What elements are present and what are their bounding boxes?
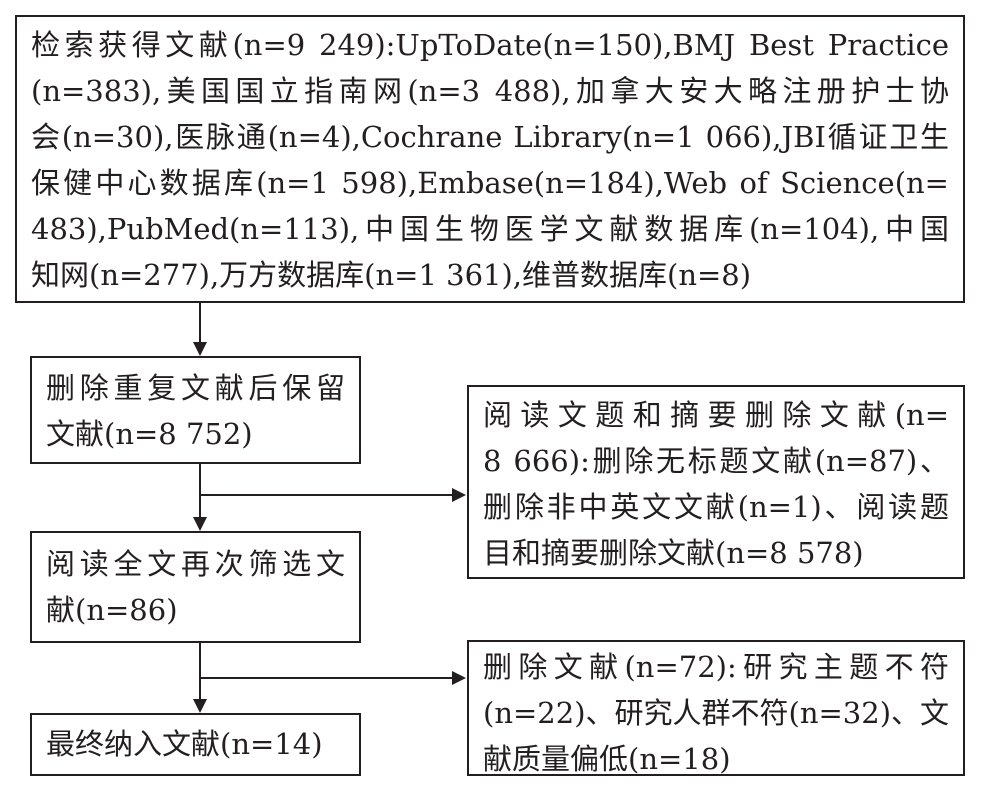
box-text-line: 目和摘要删除文献(n=8 578) [483, 536, 864, 570]
arrow-right-icon [452, 488, 466, 502]
connector-line [199, 643, 201, 700]
box-text-line: 知网(n=277),万方数据库(n=1 361),维普数据库(n=8) [31, 258, 752, 292]
connector-line [199, 494, 453, 496]
box-text-line: 献质量偏低(n=18) [483, 742, 731, 776]
box-text-line: 保健中心数据库(n=1 598),Embase(n=184),Web of Sc… [31, 166, 949, 200]
fulltext-screening-box: 阅读全文再次筛选文 献(n=86) [30, 531, 361, 643]
box-text-line: 最终纳入文献(n=14) [46, 727, 323, 761]
final-included-box: 最终纳入文献(n=14) [30, 713, 361, 776]
connector-line [199, 677, 453, 679]
box-text-line: 会(n=30),医脉通(n=4),Cochrane Library(n=1 06… [31, 120, 949, 154]
connector-line [199, 303, 201, 343]
box-text-line: 8 666):删除无标题文献(n=87)、 [483, 444, 949, 478]
box-text-line: (n=22)、研究人群不符(n=32)、文 [483, 696, 950, 730]
arrow-down-icon [193, 517, 207, 531]
box-text-line: 阅读全文再次筛选文 [46, 547, 345, 581]
box-text-line: 删除非中英文文献(n=1)、阅读题 [483, 490, 949, 524]
title-abstract-excluded-box: 阅读文题和摘要删除文献(n= 8 666):删除无标题文献(n=87)、 删除非… [467, 385, 965, 579]
box-text-line: 检索获得文献(n=9 249):UpToDate(n=150),BMJ Best… [31, 28, 949, 62]
box-text-line: 删除重复文献后保留 [46, 371, 345, 405]
box-text-line: (n=383),美国国立指南网(n=3 488),加拿大安大略注册护士协 [31, 74, 949, 108]
arrow-right-icon [452, 671, 466, 685]
box-text-line: 删除文献(n=72):研究主题不符 [483, 650, 949, 684]
box-text-line: 483),PubMed(n=113),中国生物医学文献数据库(n=104),中国 [31, 212, 949, 246]
box-text-line: 阅读文题和摘要删除文献(n= [483, 398, 949, 432]
fulltext-excluded-box: 删除文献(n=72):研究主题不符 (n=22)、研究人群不符(n=32)、文 … [467, 640, 965, 776]
connector-line [199, 464, 201, 518]
arrow-down-icon [193, 699, 207, 713]
box-text-line: 文献(n=8 752) [46, 417, 253, 451]
dedup-box: 删除重复文献后保留 文献(n=8 752) [30, 356, 361, 464]
arrow-down-icon [193, 342, 207, 356]
box-text-line: 献(n=86) [46, 593, 178, 627]
search-results-box: 检索获得文献(n=9 249):UpToDate(n=150),BMJ Best… [15, 15, 965, 303]
